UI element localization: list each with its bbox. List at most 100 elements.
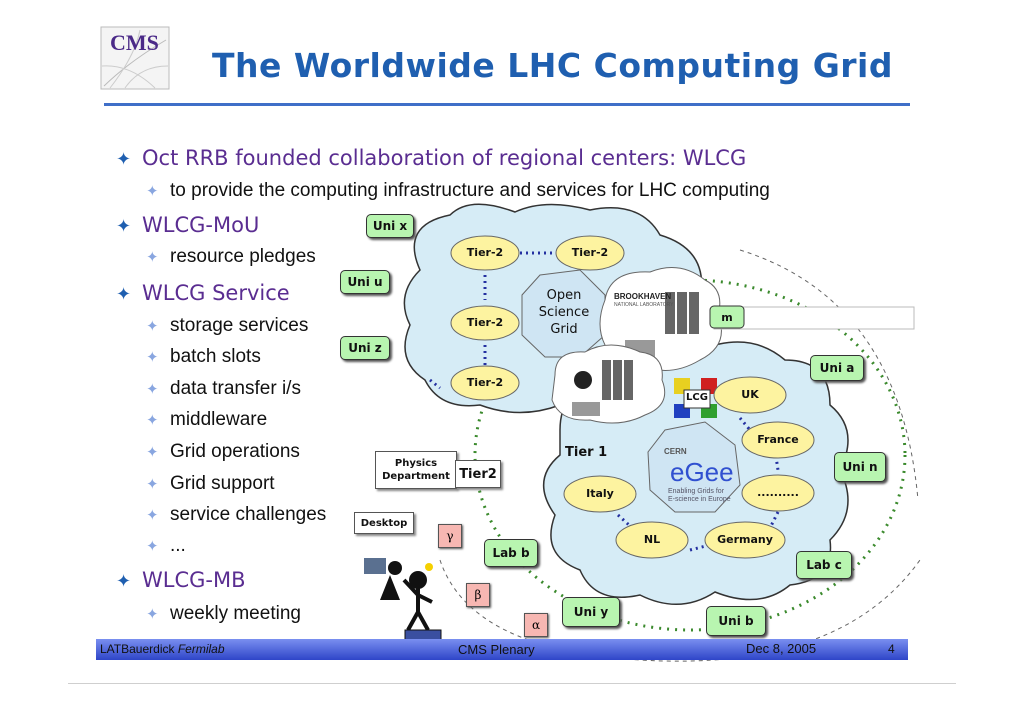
tier2-node xyxy=(450,235,520,271)
bullet-text: Oct RRB founded collaboration of regiona… xyxy=(142,146,747,170)
subbullet: ✦ Grid support xyxy=(146,473,275,495)
physics-department-box: Physics Department xyxy=(375,451,457,489)
osg-label: Open Science Grid xyxy=(528,287,600,338)
lab-c-box: Lab c xyxy=(796,551,852,579)
physics-dept-line: Physics xyxy=(394,458,438,469)
subbullet-text: ... xyxy=(170,535,186,556)
subbullet-text: weekly meeting xyxy=(170,603,301,624)
footer-org: Fermilab xyxy=(177,642,225,656)
footer-bar: LATBauerdick Fermilab CMS Plenary Dec 8,… xyxy=(96,639,908,660)
server-rack-icon xyxy=(572,360,633,416)
bullet-rrb: ✦ Oct RRB founded collaboration of region… xyxy=(116,146,746,170)
subbullet: ✦storage services xyxy=(146,315,308,337)
country-node xyxy=(713,376,787,414)
star-icon: ✦ xyxy=(116,284,132,305)
country-node xyxy=(704,521,786,559)
alpha-box: α xyxy=(524,613,548,637)
egee-sub-line: Enabling Grids for xyxy=(668,488,725,495)
osg-label-line: Open xyxy=(546,288,582,303)
tier2-node xyxy=(450,365,520,401)
egee-logo: eGee xyxy=(670,457,734,487)
m-box xyxy=(709,305,745,329)
outer-dashed-ring-top xyxy=(739,249,919,501)
subbullet-text: Grid support xyxy=(170,473,275,494)
tier1-label: Tier 1 xyxy=(565,445,608,460)
uni-n-box: Uni n xyxy=(834,452,886,482)
title-rule xyxy=(104,103,910,106)
brookhaven-sub: NATIONAL LABORATORY xyxy=(614,302,674,308)
star-icon: ✦ xyxy=(146,476,159,493)
country-node xyxy=(741,474,815,512)
person-desktop-icon xyxy=(364,558,402,600)
desktop-box: Desktop xyxy=(354,512,414,534)
bullet-mou: ✦ WLCG-MoU xyxy=(116,213,259,237)
uni-z-box: Uni z xyxy=(340,336,390,360)
country-label: Germany xyxy=(717,533,773,546)
bottom-rule xyxy=(68,683,956,684)
footer-author: LATBauerdick Fermilab xyxy=(100,642,225,656)
subbullet: ✦ service challenges xyxy=(146,504,326,526)
star-icon: ✦ xyxy=(116,571,132,592)
cms-logo xyxy=(100,26,170,90)
tier2-node xyxy=(450,305,520,341)
page-title: The Worldwide LHC Computing Grid xyxy=(212,46,893,85)
bullet-service: ✦ WLCG Service xyxy=(116,281,290,305)
star-icon: ✦ xyxy=(116,149,132,170)
star-icon: ✦ xyxy=(146,183,159,200)
star-icon: ✦ xyxy=(146,381,159,398)
footer-author-name: LATBauerdick xyxy=(100,642,175,656)
uni-a-box: Uni a xyxy=(810,355,864,381)
bullet-text: WLCG Service xyxy=(142,281,290,305)
tier2-node xyxy=(555,235,625,271)
country-label: NL xyxy=(643,533,661,546)
physics-dept-line: Department xyxy=(382,471,450,482)
subbullet-text: service challenges xyxy=(170,504,327,525)
tier2-label: Tier-2 xyxy=(466,376,504,389)
subbullet-text: middleware xyxy=(170,409,268,430)
outer-dashed-ring xyxy=(439,559,921,662)
tier2-label: Tier-2 xyxy=(466,246,504,259)
logo-text: CMS xyxy=(110,30,159,55)
star-icon: ✦ xyxy=(146,412,159,429)
subbullet: ✦ middleware xyxy=(146,409,267,431)
osg-label-line: Grid xyxy=(550,322,578,337)
country-label: UK xyxy=(741,388,759,401)
subbullet: ✦batch slots xyxy=(146,346,261,368)
star-icon: ✦ xyxy=(116,216,132,237)
country-label: Italy xyxy=(586,487,614,500)
subbullet-text: resource pledges xyxy=(170,246,316,267)
egee-sub-line: E-science in Europe xyxy=(668,496,731,503)
footer-date: Dec 8, 2005 xyxy=(746,641,817,656)
subbullet: ✦ weekly meeting xyxy=(146,603,301,625)
cern-label: CERN xyxy=(664,447,687,456)
subbullet-text: storage services xyxy=(170,315,309,336)
subbullet: ✦... xyxy=(146,535,186,557)
country-node xyxy=(563,475,637,513)
subbullet: ✦to provide the computing infrastructure… xyxy=(146,180,770,202)
subbullet: ✦data transfer i/s xyxy=(146,378,301,400)
bullet-text: WLCG-MB xyxy=(142,568,246,592)
person-thinking-icon xyxy=(402,563,433,631)
country-node xyxy=(615,521,689,559)
egee-sub: Enabling Grids for E-science in Europe xyxy=(668,488,731,504)
star-icon: ✦ xyxy=(146,444,159,461)
gamma-box: γ xyxy=(438,524,462,548)
star-icon: ✦ xyxy=(146,606,159,623)
star-icon: ✦ xyxy=(146,349,159,366)
subbullet: ✦Grid operations xyxy=(146,441,300,463)
brookhaven-logo: BROOKHAVEN xyxy=(614,292,672,301)
lcg-logo xyxy=(674,378,717,418)
uni-x-box: Uni x xyxy=(366,214,414,238)
uni-y-box: Uni y xyxy=(562,597,620,627)
bullet-text: WLCG-MoU xyxy=(142,213,260,237)
star-icon: ✦ xyxy=(146,538,159,555)
m-label: m xyxy=(721,311,733,324)
beta-box: β xyxy=(466,583,490,607)
star-icon: ✦ xyxy=(146,507,159,524)
lcg-label: LCG xyxy=(686,392,708,403)
uni-u-box: Uni u xyxy=(340,270,390,294)
egee-octagon xyxy=(647,421,741,513)
subbullet: ✦resource pledges xyxy=(146,246,316,268)
uni-b-box: Uni b xyxy=(706,606,766,636)
